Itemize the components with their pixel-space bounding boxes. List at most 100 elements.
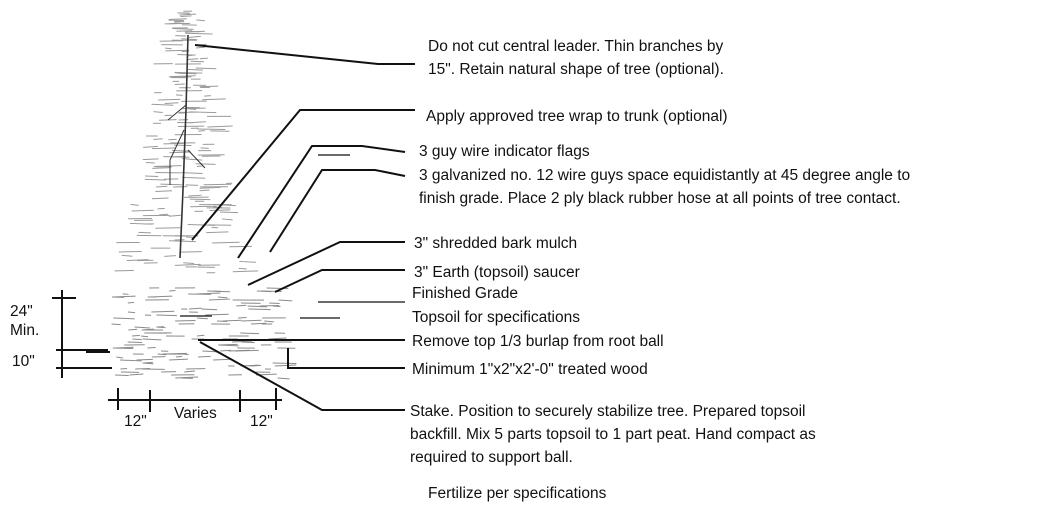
soil-stroke [151,310,175,313]
soil-stroke [217,296,228,299]
foliage-stroke [186,68,203,71]
callout-stake-2: backfill. Mix 5 parts topsoil to 1 part … [410,426,816,443]
soil-stroke [182,353,189,356]
soil-stroke [208,298,231,301]
foliage-stroke [174,263,201,266]
leader-lines [191,44,415,411]
callout-tree-wrap: Apply approved tree wrap to trunk (optio… [426,108,728,125]
dim-10-inch: 10" [12,353,35,370]
foliage-stroke [186,107,195,109]
foliage-stroke [200,147,209,149]
foliage-stroke [165,47,172,50]
foliage-stroke [172,150,191,152]
foliage-stroke [195,67,217,70]
soil-stroke [201,308,218,311]
foliage-stroke [159,119,177,121]
foliage-stroke [212,241,240,244]
leader-mulch [247,241,405,286]
callout-stake-1: Stake. Position to securely stabilize tr… [410,403,806,420]
foliage-stroke [239,260,256,263]
foliage-stroke [189,111,217,114]
leader-wire-guys [269,169,406,253]
soil-stroke [241,341,255,344]
soil-stroke [157,353,167,356]
soil-stroke [127,311,136,314]
soil-stroke [136,358,153,361]
callout-guy-wire-flags: 3 guy wire indicator flags [419,143,590,160]
foliage-stroke [199,57,208,60]
soil-stroke [238,316,247,319]
foliage-stroke [207,125,233,128]
foliage-stroke [168,18,187,20]
foliage-stroke [196,19,206,22]
foliage-stroke [213,206,223,209]
soil-stroke [268,337,287,340]
soil-stroke [115,374,129,377]
callout-treated-wood: Minimum 1"x2"x2'-0" treated wood [412,361,648,378]
soil-stroke [141,335,149,338]
callout-finished-grade: Finished Grade [412,285,518,302]
soil-stroke [220,349,231,352]
dim-24-inch: 24" [10,303,33,320]
foliage-stroke [202,98,226,101]
dim-width-right: 12" [250,413,273,430]
foliage-stroke [179,13,197,16]
foliage-stroke [126,259,149,262]
foliage-stroke [152,167,171,169]
soil-stroke [264,320,274,323]
soil-stroke [132,338,142,341]
foliage-stroke [144,178,166,181]
foliage-stroke [221,218,233,221]
soil-stroke [164,352,187,355]
foliage-stroke [219,211,239,214]
foliage-stroke [188,35,201,38]
soil-stroke [120,367,128,370]
foliage-stroke [186,58,199,61]
soil-stroke [197,317,208,320]
foliage-stroke [176,30,193,32]
foliage-stroke [143,145,158,148]
foliage-stroke [185,32,213,35]
foliage-stroke [159,213,168,216]
foliage-stroke [206,231,229,234]
soil-stroke [184,370,196,373]
foliage-stroke [187,224,216,226]
foliage-stroke [130,203,139,206]
foliage-stroke [188,194,202,197]
foliage-stroke [203,183,232,186]
foliage-stroke [172,27,194,30]
soil-stroke [207,290,231,293]
callout-wire-guys-1: 3 galvanized no. 12 wire guys space equi… [419,167,911,184]
foliage-stroke [160,183,182,186]
foliage-stroke [195,163,216,165]
soil-stroke [205,313,229,316]
topsoil-line [180,315,340,319]
soil-stroke [169,358,188,361]
soil-stroke [189,307,202,310]
foliage-stroke [196,165,203,168]
foliage-stroke [177,54,193,56]
soil-stroke [251,364,262,367]
soil-stroke [198,355,211,358]
foliage-stroke [153,111,163,113]
tree-trunk [167,34,206,259]
foliage-stroke [155,185,168,188]
soil-stroke [116,346,134,349]
leader-treated-wood [287,348,405,369]
foliage-stroke [169,151,191,154]
soil-stroke [232,340,253,343]
foliage-stroke [181,172,203,174]
foliage-stroke [199,189,210,192]
foliage-stroke [185,184,199,186]
foliage-stroke [145,175,159,178]
width-dimension [108,388,282,412]
soil-stroke [175,376,199,379]
foliage-stroke [213,204,236,207]
foliage-stroke [165,49,189,52]
leader-tree-wrap [191,109,415,241]
soil-stroke [142,362,154,365]
soil-stroke [236,304,247,307]
foliage-stroke [170,75,196,78]
soil-stroke [240,332,260,335]
